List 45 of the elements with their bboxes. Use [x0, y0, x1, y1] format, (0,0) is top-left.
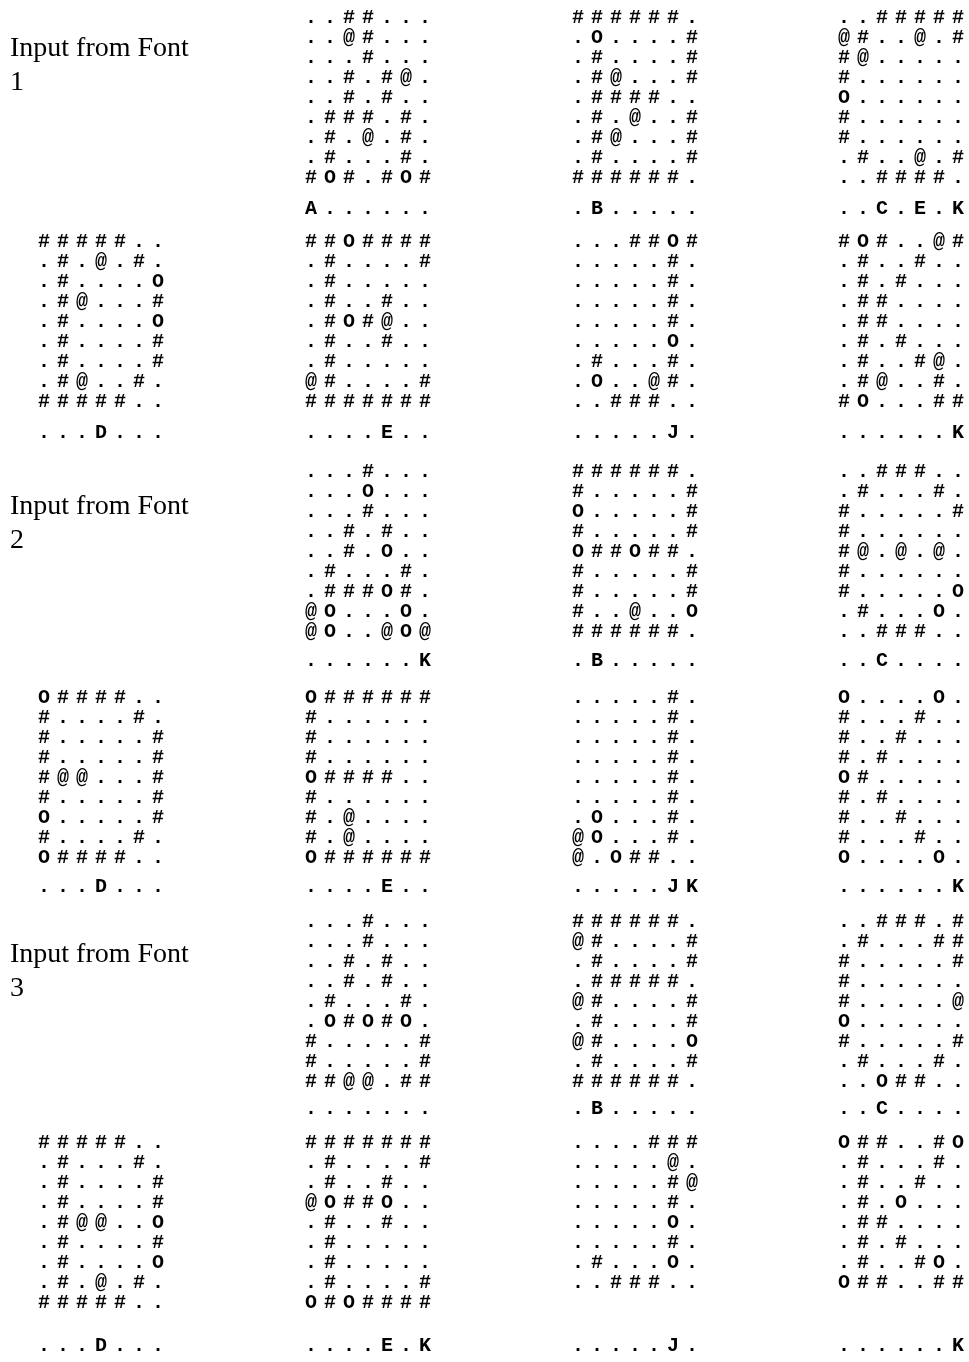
output-label: ......K: [305, 650, 438, 672]
output-label: ......K: [838, 422, 969, 444]
font-label: Input from Font 1: [10, 30, 190, 98]
output-label: ...D...: [38, 422, 171, 444]
character-grid: ######. .O....# .#....# .#@...# .####.. .#.@..# .#@...# .#....# ######.: [572, 8, 705, 188]
character-grid: ..##### @#..@.# #@..... #...... O...... #...... #...... .#..@.# ..####.: [838, 8, 969, 188]
character-grid: ..###.# .#...## #.....# #...... #.....@ O...... #.....# .#...#. ..O##..: [838, 912, 969, 1092]
character-grid: #O#..@# .#..#.. .#.#... .##.... .##.... .#.#... .#..#@. .#@..#. #O...##: [838, 232, 969, 412]
output-label: ....E..: [305, 876, 438, 898]
character-grid: ######. @#....# .#....# .#####. @#....# .#....# @#....O .#....# ######.: [572, 912, 705, 1092]
output-label: ......K: [838, 876, 969, 898]
character-grid: ##O#### .#....# .#..... .#..#.. .#O#@.. .#..#.. .#..... @#....# #######: [305, 232, 438, 412]
font-label: Input from Font 2: [10, 488, 190, 556]
output-label: .B.....: [572, 650, 705, 672]
output-label: .....J.: [572, 422, 705, 444]
output-label: A......: [305, 198, 438, 220]
character-grid: ######. #.....# O.....# #.....# O##O##. #.....# #.....# #..@..O ######.: [572, 462, 705, 642]
character-grid: ...#... ...#... ..#.#.. ..#.#.. .#...#. .O#O#O. #.....# #.....# ##@@.##: [305, 912, 438, 1092]
character-grid: ...##O# .....#. .....#. .....#. .....#. .....O. .#...#. .O..@#. ..###..: [572, 232, 705, 412]
character-grid: O##..#O .#...#. .#..#.. .#.O... .##.... .#.#... .#..#O. O##..##: [838, 1133, 969, 1293]
character-grid: .....#. .....#. .....#. .....#. .....#. .....#. .O...#. @O...#. @.O##..: [572, 688, 705, 868]
output-label: ..C.E.K: [838, 198, 969, 220]
output-label: ...D...: [38, 876, 171, 898]
output-label: ....E..: [305, 422, 438, 444]
font-label: Input from Font 3: [10, 936, 190, 1004]
character-grid: ....### .....@. .....#@ .....#. .....O. .....#. .#...O. ..###..: [572, 1133, 705, 1293]
output-label: .B.....: [572, 198, 705, 220]
output-label: ......K: [838, 1335, 969, 1357]
character-grid: #####.. .#...#. .#....# .#....# .#@@..O .#....# .#....O .#.@.#. #####..: [38, 1133, 171, 1313]
character-grid: O####.. #....#. #.....# #.....# #@@...# #.....# O.....# #....#. O####..: [38, 688, 171, 868]
output-label: .B.....: [572, 1098, 705, 1120]
character-grid: O###### #...... #...... #...... O####.. #...... #.@.... #.@.... O######: [305, 688, 438, 868]
character-grid: O....O. #...#.. #..#... #.#.... O#..... #.#.... #..#... #...#.. O....O.: [838, 688, 969, 868]
output-label: ....E.K: [305, 1335, 438, 1357]
character-grid: ####### .#....# .#..#.. @O##O.. .#..#.. .#..... .#..... .#....# O#O####: [305, 1133, 438, 1313]
character-grid: #####.. .#.@.#. .#....O .#@...# .#....O .#....# .#....# .#@..#. #####..: [38, 232, 171, 412]
output-label: .....J.: [572, 1335, 705, 1357]
character-grid: ..##... ..@#... ...#... ..#.#@. ..#.#.. .###.#. .#.@.#. .#...#. #O#.#O#: [305, 8, 438, 188]
output-label: .......: [305, 1098, 438, 1120]
character-grid: ..###.. .#...#. #.....# #...... #@.@.@. #...... #.....O .#...O. ..###..: [838, 462, 969, 642]
output-label: ..C....: [838, 1098, 969, 1120]
output-label: ...D...: [38, 1335, 171, 1357]
output-label: ..C....: [838, 650, 969, 672]
output-label: .....JK: [572, 876, 705, 898]
character-grid: ...#... ...O... ...#... ..#.#.. ..#.O.. .#...#. .###O#. @O...O. @O..@O@: [305, 462, 438, 642]
